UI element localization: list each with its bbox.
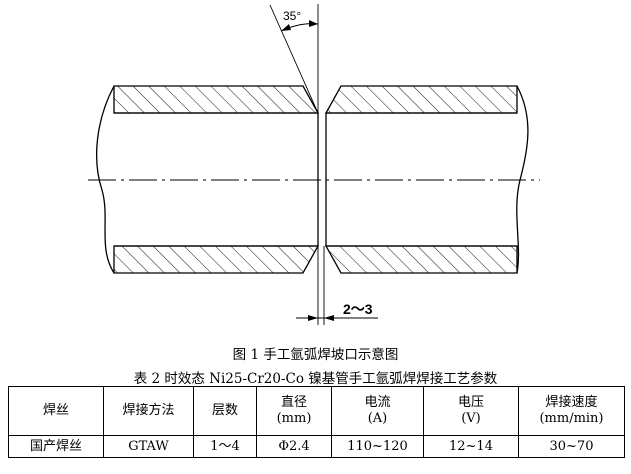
left-pipe-bottom-wall bbox=[113, 245, 320, 274]
gap-arrow-right bbox=[324, 315, 334, 321]
table-caption: 表 2 时效态 Ni25-Cr20-Co 镍基管手工氩弧焊焊接工艺参数 bbox=[133, 371, 498, 387]
header-diameter: 直径(mm) bbox=[256, 386, 332, 436]
header-method: 焊接方法 bbox=[103, 386, 194, 436]
header-layers: 层数 bbox=[193, 386, 257, 436]
header-speed: 焊接速度(mm/min) bbox=[518, 386, 625, 436]
gap-label: 2～3 bbox=[343, 301, 373, 317]
header-current: 电流(A) bbox=[331, 386, 424, 436]
cell-voltage: 12~14 bbox=[423, 435, 519, 458]
left-pipe-top-wall bbox=[113, 85, 320, 114]
cell-speed: 30~70 bbox=[518, 435, 625, 458]
header-wire: 焊丝 bbox=[8, 386, 104, 436]
table-header-row: 焊丝 焊接方法 层数 直径(mm) 电流(A) 电压(V) 焊接速度(mm/mi… bbox=[8, 386, 625, 436]
right-pipe-top-wall bbox=[324, 85, 518, 114]
cell-wire: 国产焊丝 bbox=[8, 435, 104, 458]
cell-current: 110~120 bbox=[331, 435, 424, 458]
cell-layers: 1～4 bbox=[193, 435, 257, 458]
figure-caption: 图 1 手工氩弧焊坡口示意图 bbox=[232, 347, 399, 363]
process-parameter-table: 焊丝 焊接方法 层数 直径(mm) 电流(A) 电压(V) 焊接速度(mm/mi… bbox=[8, 386, 625, 458]
angle-extension-line bbox=[269, 4, 319, 114]
angle-label: 35° bbox=[283, 9, 301, 23]
cell-method: GTAW bbox=[103, 435, 194, 458]
groove-diagram: 35° 2～3 bbox=[88, 4, 540, 325]
angle-arrow-left bbox=[281, 24, 291, 31]
angle-arrow-right bbox=[309, 20, 318, 27]
gap-arrow-left bbox=[308, 315, 318, 321]
table-row: 国产焊丝 GTAW 1～4 Φ2.4 110~120 12~14 30~70 bbox=[8, 435, 625, 458]
cell-diameter: Φ2.4 bbox=[256, 435, 332, 458]
right-pipe-bottom-wall bbox=[324, 245, 518, 274]
left-break-line bbox=[95, 85, 115, 274]
header-voltage: 电压(V) bbox=[423, 386, 519, 436]
